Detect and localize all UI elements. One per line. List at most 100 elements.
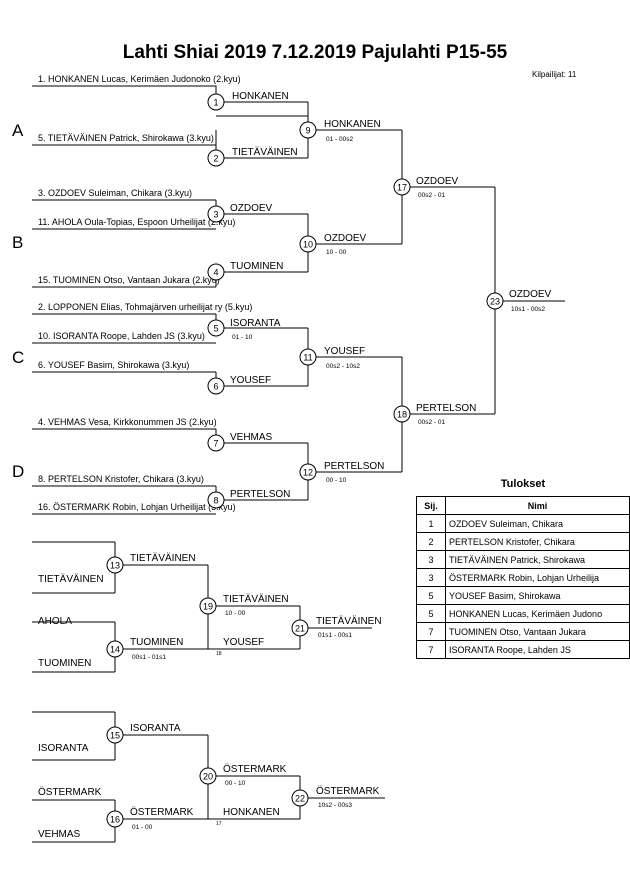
- match-score: 01 - 10: [232, 334, 253, 341]
- match-number-circle: [486, 292, 504, 310]
- match-number-circle: [207, 149, 225, 167]
- match-number: 4: [213, 268, 218, 278]
- match-winner: YOUSEF: [324, 346, 365, 357]
- result-place: 7: [416, 640, 446, 659]
- match-score: 00 - 10: [225, 780, 246, 787]
- match-score: 10s1 - 00s2: [511, 306, 545, 313]
- match-winner: TUOMINEN: [130, 637, 183, 648]
- entrant-name: 15. TUOMINEN Otso, Vantaan Jukara (2.kyu…: [38, 275, 220, 285]
- result-place: 7: [416, 622, 446, 641]
- entrant-name: 1. HONKANEN Lucas, Kerimäen Judonoko (2.…: [38, 74, 241, 84]
- repechage-name: YOUSEF: [223, 637, 264, 648]
- competitor-count: Kilpailijat: 11: [532, 70, 577, 79]
- match-winner: OZDOEV: [230, 203, 273, 214]
- match-number-circle: [106, 640, 124, 658]
- match-score: 00s2 - 01: [418, 419, 445, 426]
- match-winner: OZDOEV: [324, 233, 367, 244]
- result-name: HONKANEN Lucas, Kerimäen Judono: [445, 604, 630, 623]
- match-winner: HONKANEN: [232, 91, 289, 102]
- match-number-circle: [207, 434, 225, 452]
- match-winner: TIETÄVÄINEN: [130, 552, 196, 564]
- match-number-circle: [207, 205, 225, 223]
- match-number: 9: [305, 126, 310, 136]
- match-number: 19: [203, 602, 213, 612]
- result-name: TUOMINEN Otso, Vantaan Jukara: [445, 622, 630, 641]
- match-number: 2: [213, 154, 218, 164]
- result-place: 3: [416, 568, 446, 587]
- match-winner: TIETÄVÄINEN: [232, 146, 298, 158]
- match-winner: ÖSTERMARK: [316, 785, 380, 797]
- match-number-circle: [207, 319, 225, 337]
- entrant-name: 10. ISORANTA Roope, Lahden JS (3.kyu): [38, 331, 205, 341]
- match-winner: PERTELSON: [230, 489, 290, 500]
- match-winner: PERTELSON: [416, 403, 476, 414]
- match-score: 10s2 - 00s3: [318, 802, 352, 809]
- match-score: 01 - 00s2: [326, 136, 353, 143]
- pool-label: D: [12, 462, 24, 481]
- match-number-circle: [106, 810, 124, 828]
- repechage-name: TUOMINEN: [38, 658, 91, 669]
- match-number-circle: [207, 491, 225, 509]
- repechage-name: ÖSTERMARK: [38, 786, 102, 798]
- result-place: 2: [416, 532, 446, 551]
- match-number: 11: [303, 353, 312, 363]
- match-number: 16: [110, 815, 120, 825]
- col-name-header: Nimi: [445, 496, 630, 515]
- result-name: ÖSTERMARK Robin, Lohjan Urheilija: [445, 568, 630, 587]
- entrant-name: 5. TIETÄVÄINEN Patrick, Shirokawa (3.kyu…: [38, 133, 214, 143]
- bracket-connector: [32, 85, 217, 102]
- match-winner: VEHMAS: [230, 432, 273, 443]
- result-place: 1: [416, 514, 446, 533]
- match-number: 18: [397, 410, 407, 420]
- match-winner: ÖSTERMARK: [223, 763, 287, 775]
- pool-label: C: [12, 348, 24, 367]
- entrant-name: 16. ÖSTERMARK Robin, Lohjan Urheilijat (…: [38, 502, 236, 512]
- result-place: 3: [416, 550, 446, 569]
- match-number: 12: [303, 468, 313, 478]
- match-number: 21: [295, 624, 305, 634]
- pool-label: B: [12, 233, 23, 252]
- match-number: 20: [203, 772, 213, 782]
- match-score: 00 - 10: [326, 477, 347, 484]
- match-number: 5: [213, 324, 218, 334]
- match-number-circle: [207, 93, 225, 111]
- match-winner: ÖSTERMARK: [130, 806, 194, 818]
- page-title: Lahti Shiai 2019 7.12.2019 Pajulahti P15…: [122, 42, 508, 63]
- entrant-name: 8. PERTELSON Kristofer, Chikara (3.kyu): [38, 474, 204, 484]
- match-score: 01 - 00: [132, 824, 153, 831]
- match-number: 23: [490, 297, 500, 307]
- match-score: 00s2 - 10s2: [326, 363, 360, 370]
- match-score: 10 - 00: [225, 610, 246, 617]
- repechage-name: TIETÄVÄINEN: [38, 573, 104, 585]
- match-number-circle: [291, 789, 309, 807]
- entrant-name: 2. LOPPONEN Elias, Tohmajärven urheilija…: [38, 302, 252, 312]
- repechage-name: HONKANEN: [223, 807, 280, 818]
- match-winner: TUOMINEN: [230, 261, 283, 272]
- results-title: Tulokset: [500, 478, 546, 490]
- result-place: 5: [416, 586, 446, 605]
- match-score: 00s1 - 01s1: [132, 654, 166, 661]
- match-winner: TIETÄVÄINEN: [316, 615, 382, 627]
- repechage-name: ISORANTA: [38, 743, 89, 754]
- match-number-circle: [106, 726, 124, 744]
- pool-label: A: [12, 121, 24, 140]
- match-number: 1: [213, 98, 218, 108]
- match-number-circle: [207, 377, 225, 395]
- match-number-circle: [207, 263, 225, 281]
- match-number: 22: [295, 794, 305, 804]
- repechage-name: VEHMAS: [38, 829, 81, 840]
- match-number: 17: [397, 183, 407, 193]
- entrant-name: 11. AHOLA Oula-Topias, Espoon Urheilijat…: [38, 217, 235, 227]
- match-number-circle: [291, 619, 309, 637]
- match-score: 10 - 00: [326, 249, 347, 256]
- match-number-circle: [393, 178, 411, 196]
